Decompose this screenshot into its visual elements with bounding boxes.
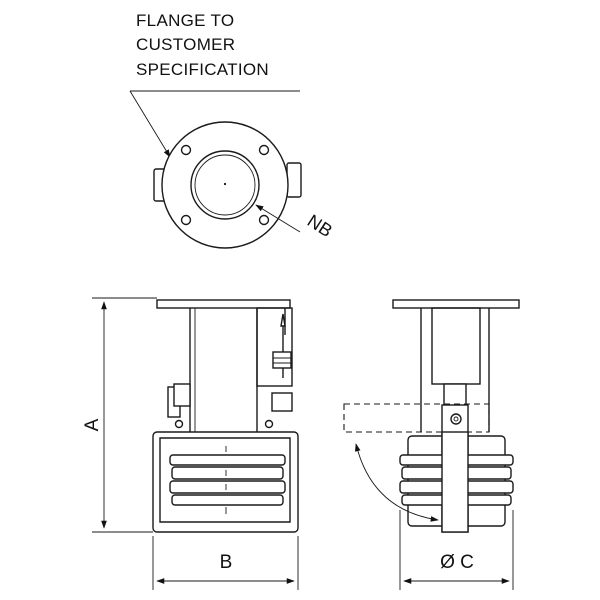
rotation-arc	[354, 443, 439, 522]
dimension-b-label: B	[220, 552, 233, 573]
flange-callout-line3: SPECIFICATION	[136, 60, 269, 79]
side-view	[343, 299, 520, 533]
front-view	[152, 299, 299, 533]
dimension-c	[399, 510, 514, 590]
flange-leader	[129, 90, 300, 158]
flange-callout-line2: CUSTOMER	[136, 35, 235, 54]
flange-top-view	[153, 121, 302, 249]
dimension-a	[92, 297, 157, 533]
dimension-c-label: Ø C	[440, 552, 474, 573]
dimension-b	[152, 536, 299, 590]
nb-label: NB	[304, 211, 336, 242]
flange-callout-line1: FLANGE TO	[136, 11, 234, 30]
nb-leader	[255, 204, 301, 233]
dimension-a-label: A	[82, 418, 103, 431]
